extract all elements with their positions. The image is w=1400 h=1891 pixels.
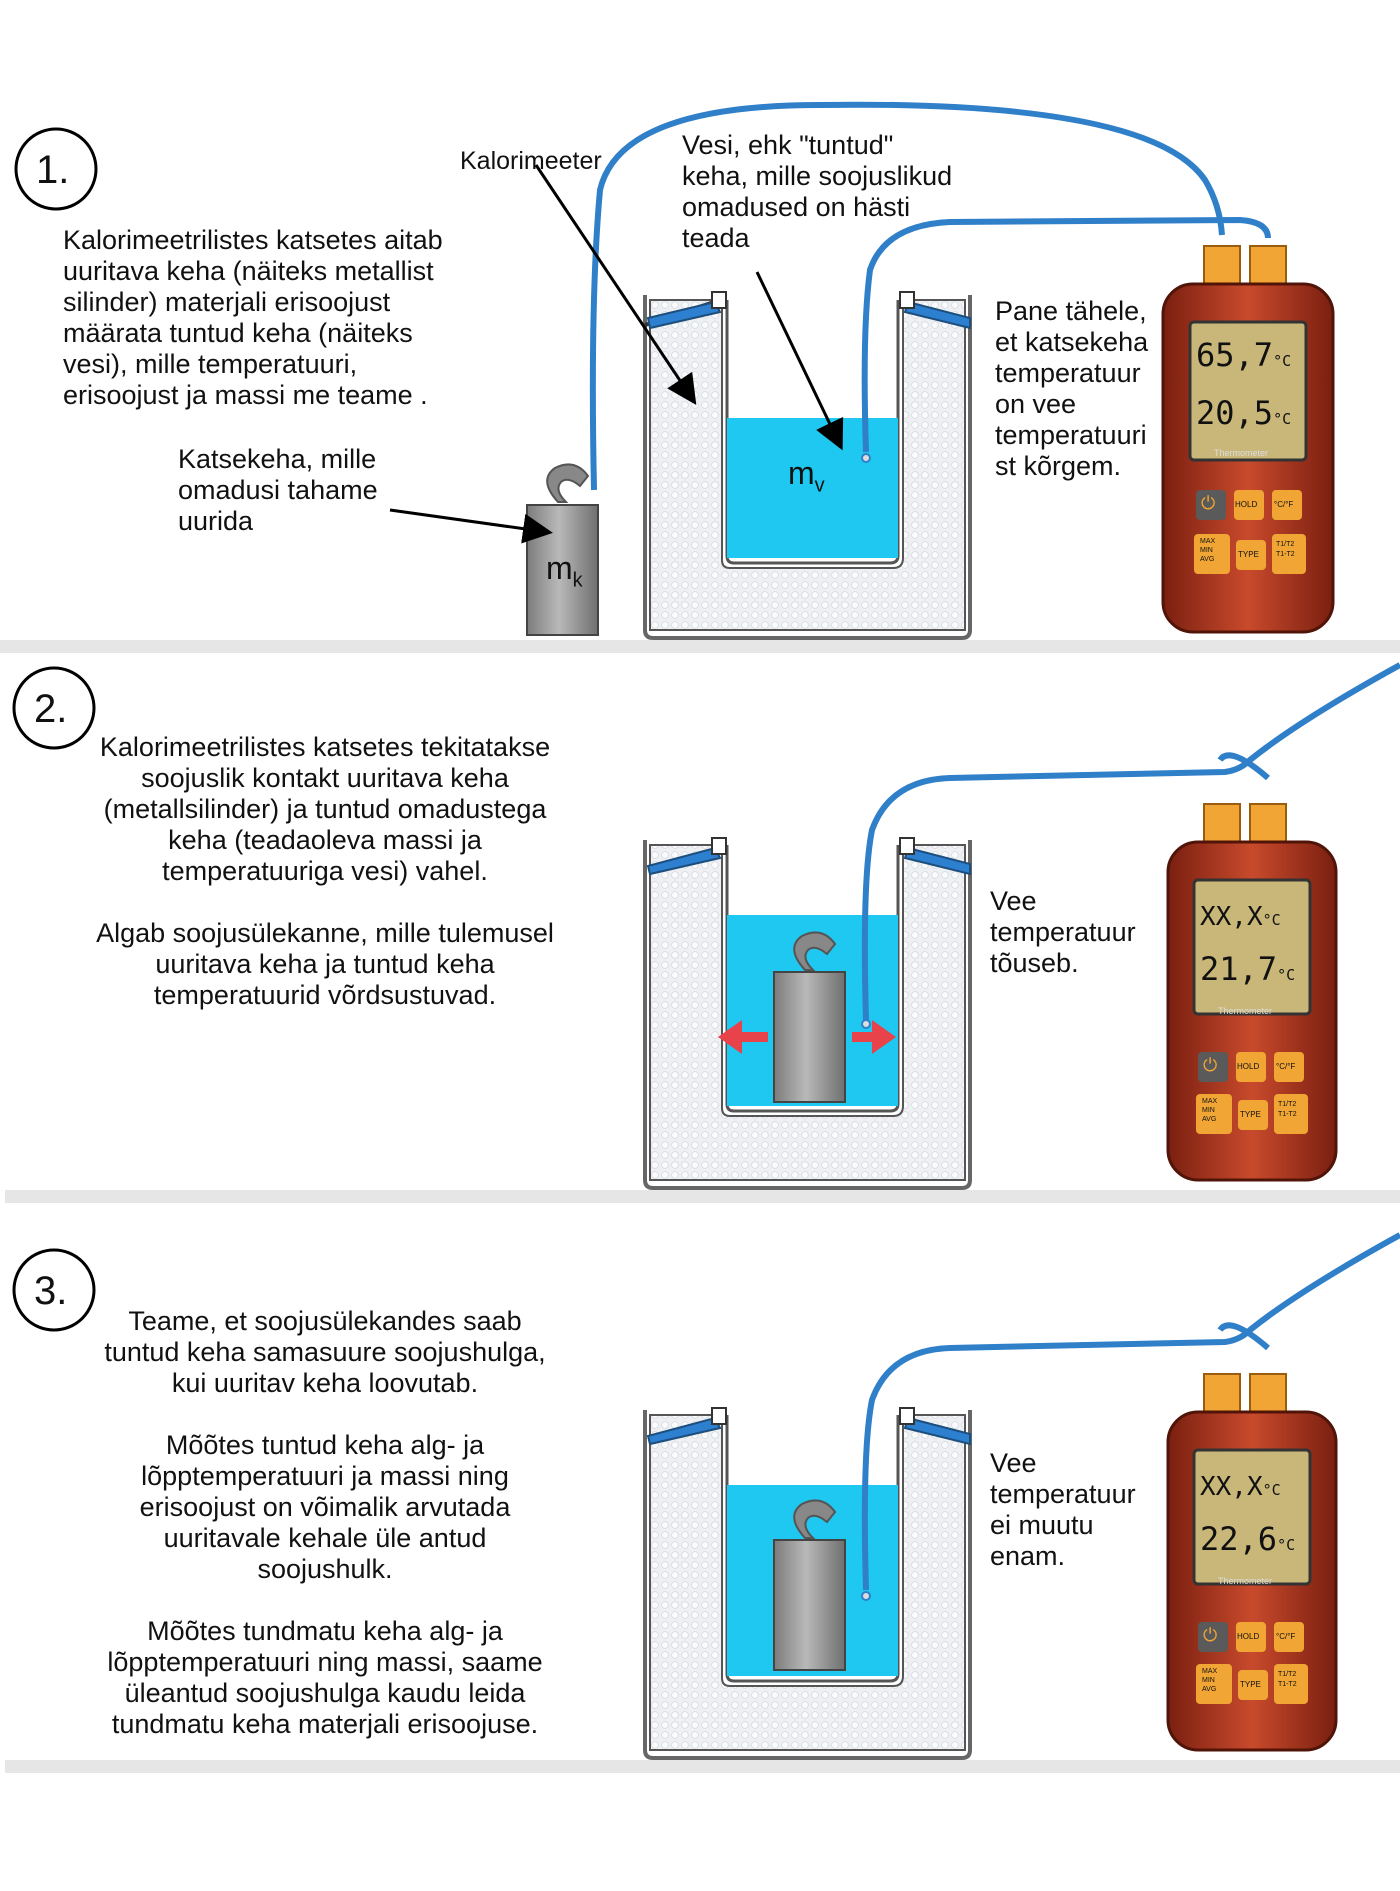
meter-2-brand: Thermometer (1218, 1006, 1273, 1016)
meter-3-t1: XX,X°C (1200, 1472, 1281, 1502)
label-note: Pane tähele, et katsekeha temperatuur on… (995, 296, 1149, 481)
meter-1-unit-label: °C/°F (1274, 500, 1294, 509)
meter-1-maxminavg-label: MAX MIN AVG (1200, 538, 1216, 563)
step-3-side-note: Vee temperatuur ei muutu enam. (990, 1448, 1136, 1571)
lid-left-1 (646, 300, 722, 330)
meter-2-type-label: TYPE (1240, 1110, 1261, 1119)
meter-1-brand: Thermometer (1214, 448, 1269, 458)
meter-2-t1t2-label: T1/T2 T1-T2 (1278, 1101, 1297, 1118)
step-2-text: Kalorimeetrilistes katsetes tekitatakse … (96, 732, 554, 1010)
meter-1-type-label: TYPE (1238, 550, 1259, 559)
step-2-side-note: Vee temperatuur tõuseb. (990, 886, 1136, 978)
probe-cable-1b (861, 216, 1271, 453)
heat-arrow-right (852, 1020, 896, 1054)
step-1-number: 1. (36, 148, 70, 192)
step-3-circle (12, 1248, 96, 1332)
meter-3-unit-label: °C/°F (1276, 1632, 1296, 1641)
meter-3-type-label: TYPE (1240, 1680, 1261, 1689)
meter-3-t1t2-label: T1/T2 T1-T2 (1278, 1671, 1297, 1688)
separator-1 (0, 640, 1400, 653)
arrow-calorimeter (534, 164, 697, 405)
meter-3-maxminavg-label: MAX MIN AVG (1202, 1668, 1218, 1693)
thermometer-1 (1161, 245, 1335, 634)
meter-3-hold-label: HOLD (1237, 1632, 1260, 1641)
separator-2 (5, 1190, 1400, 1203)
probe-cable-2a (861, 662, 1400, 1021)
probe-cable-1a (589, 101, 1225, 491)
arrow-sample (389, 508, 553, 544)
step-1-text: Kalorimeetrilistes katsetes aitab uurita… (63, 225, 443, 410)
step-2-number: 2. (34, 687, 68, 731)
sample-weight-2 (773, 931, 846, 1103)
step-2-circle (12, 666, 96, 750)
water-1 (727, 418, 898, 558)
meter-1-power-icon: ⏻ (1201, 493, 1216, 513)
calorimeter-1 (643, 291, 972, 640)
step-3-text: Teame, et soojusülekandes saab tuntud ke… (104, 1306, 546, 1739)
meter-1-t1: 65,7°C (1196, 336, 1292, 374)
label-water: Vesi, ehk "tuntud" keha, mille soojuslik… (682, 130, 953, 253)
meter-2-power-icon: ⏻ (1203, 1055, 1218, 1075)
label-sample: Katsekeha, mille omadusi tahame uurida (178, 444, 378, 536)
label-calorimeter: Kalorimeeter (460, 147, 602, 175)
thermometer-2 (1166, 803, 1338, 1182)
meter-2-t2: 21,7°C (1200, 950, 1296, 988)
meter-3-power-icon: ⏻ (1203, 1625, 1218, 1645)
step-3-number: 3. (34, 1269, 68, 1313)
meter-3-brand: Thermometer (1218, 1576, 1273, 1586)
mass-water-label: mv (788, 455, 825, 497)
sample-weight-3 (773, 1499, 846, 1671)
mass-sample-label: mk (546, 550, 583, 592)
meter-2-unit-label: °C/°F (1276, 1062, 1296, 1071)
separator-3 (5, 1760, 1400, 1773)
meter-2-t1: XX,X°C (1200, 902, 1281, 932)
meter-1-hold-label: HOLD (1235, 500, 1258, 509)
arrow-water (755, 271, 844, 451)
meter-3-t2: 22,6°C (1200, 1520, 1296, 1558)
step-1-circle (14, 127, 98, 211)
meter-2-maxminavg-label: MAX MIN AVG (1202, 1098, 1218, 1123)
probe-cable-3a (861, 1232, 1400, 1591)
meter-2-hold-label: HOLD (1237, 1062, 1260, 1071)
meter-1-t1t2-label: T1/T2 T1-T2 (1276, 541, 1295, 558)
thermometer-3 (1166, 1373, 1338, 1752)
meter-1-t2: 20,5°C (1196, 394, 1292, 432)
heat-arrow-left (718, 1020, 768, 1054)
